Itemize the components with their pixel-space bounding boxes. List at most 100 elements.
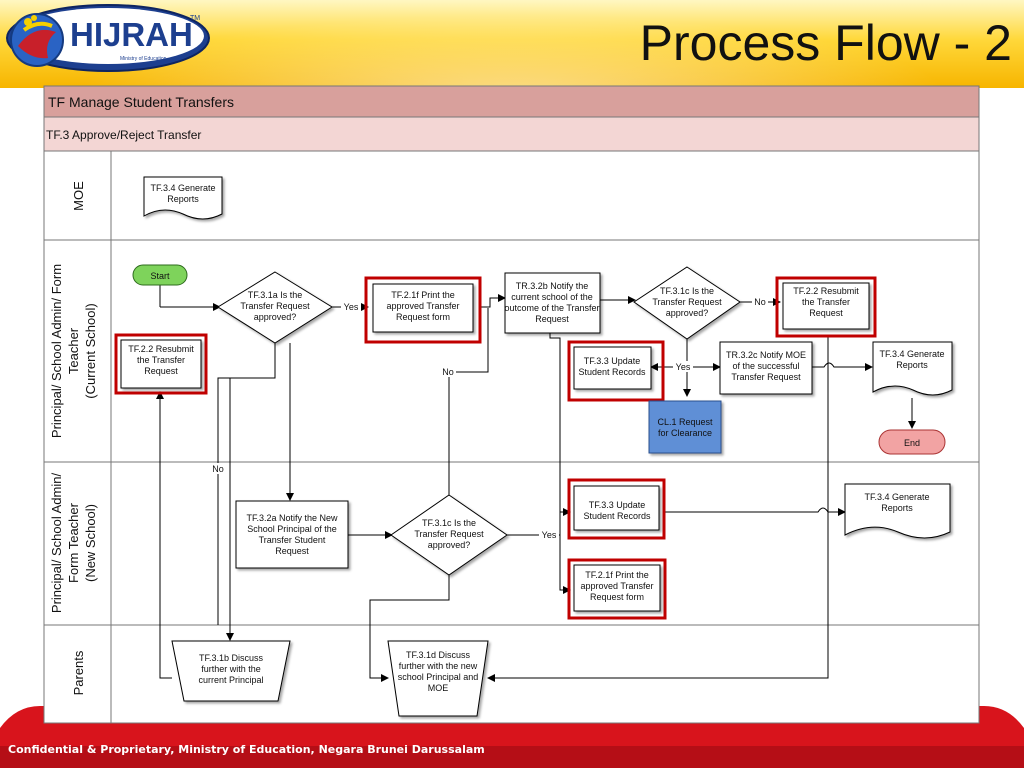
svg-text:Form Teacher: Form Teacher [66, 502, 81, 583]
node-notify-current-school: TR.3.2b Notify the current school of the… [504, 272, 601, 334]
svg-text:outcome of the Transfer: outcome of the Transfer [504, 303, 599, 313]
logo-wordmark: HIJRAH [70, 16, 193, 53]
svg-text:Transfer Student: Transfer Student [259, 535, 326, 545]
svg-text:Parents: Parents [71, 650, 86, 695]
node-print-form-new: TF.2.1f Print the approved Transfer Requ… [567, 558, 667, 620]
node-discuss-current-principal: TF.3.1b Discuss further with the current… [171, 640, 291, 702]
flow-connectors [156, 285, 916, 682]
svg-text:Student Records: Student Records [578, 367, 646, 377]
svg-text:Principal/ School Admin/ Form: Principal/ School Admin/ Form [49, 264, 64, 438]
svg-text:TF.3.3 Update: TF.3.3 Update [589, 500, 646, 510]
diagram-title-bar [43, 85, 980, 118]
node-decision-3-1a: TF.3.1a Is the Transfer Request approved… [217, 271, 333, 344]
svg-text:Request form: Request form [396, 312, 450, 322]
svg-text:TF.2.2 Resubmit: TF.2.2 Resubmit [128, 344, 194, 354]
edge-label-no-1a: No [212, 464, 224, 474]
svg-text:TR.3.2c Notify MOE: TR.3.2c Notify MOE [726, 350, 806, 360]
svg-text:TF.3.4 Generate: TF.3.4 Generate [864, 492, 929, 502]
svg-text:Transfer Request: Transfer Request [240, 301, 310, 311]
node-print-form-current: TF.2.1f Print the approved Transfer Requ… [364, 276, 482, 344]
svg-text:CL.1 Request: CL.1 Request [657, 417, 713, 427]
node-start: Start [132, 264, 188, 286]
node-update-records-current: TF.3.3 Update Student Records [567, 340, 665, 402]
svg-text:approved?: approved? [254, 312, 297, 322]
svg-text:TF.3.1b Discuss: TF.3.1b Discuss [199, 653, 264, 663]
logo-subtitle: Ministry of Education [120, 56, 167, 62]
svg-text:Reports: Reports [896, 360, 928, 370]
node-end: End [878, 429, 946, 455]
svg-text:MOE: MOE [428, 683, 449, 693]
svg-text:Principal/ School Admin/: Principal/ School Admin/ [49, 473, 64, 614]
svg-text:(New School): (New School) [83, 504, 98, 582]
lane-label-current-school: Principal/ School Admin/ Form Teacher (C… [49, 264, 98, 438]
node-moe-generate-reports: TF.3.4 Generate Reports [143, 176, 223, 220]
svg-text:further with the: further with the [201, 664, 261, 674]
svg-text:approved?: approved? [666, 308, 709, 318]
svg-text:of the successful: of the successful [732, 361, 799, 371]
edge-label-yes-new: Yes [542, 530, 557, 540]
node-decision-3-1c-new: TF.3.1c Is the Transfer Request approved… [390, 494, 508, 576]
node-resubmit-right: TF.2.2 Resubmit the Transfer Request [775, 276, 877, 338]
node-generate-reports-new: TF.3.4 Generate Reports [844, 483, 951, 539]
svg-text:Transfer Request: Transfer Request [652, 297, 722, 307]
svg-text:current school of the: current school of the [511, 292, 593, 302]
edge-label-no-mid: No [442, 367, 454, 377]
node-decision-3-1c-current: TF.3.1c Is the Transfer Request approved… [633, 266, 741, 340]
hijrah-logo: HIJRAH TM Ministry of Education [6, 4, 210, 72]
node-generate-reports-current: TF.3.4 Generate Reports [872, 341, 953, 396]
node-clearance-request: CL.1 Request for Clearance [648, 400, 722, 454]
svg-text:school Principal and: school Principal and [398, 672, 479, 682]
svg-text:Start: Start [150, 271, 170, 281]
page-title: Process Flow - 2 [639, 15, 1012, 71]
svg-text:TF.3.4 Generate: TF.3.4 Generate [150, 183, 215, 193]
svg-text:Request: Request [535, 314, 569, 324]
node-discuss-new-school: TF.3.1d Discuss further with the new sch… [387, 640, 489, 717]
svg-text:current Principal: current Principal [198, 675, 263, 685]
svg-text:TF.2.1f Print the: TF.2.1f Print the [585, 570, 649, 580]
svg-text:TF.3.1c Is the: TF.3.1c Is the [422, 518, 476, 528]
node-notify-new-school: TF.3.2a Notify the New School Principal … [235, 500, 349, 569]
lane-label-moe: MOE [71, 181, 86, 211]
svg-text:MOE: MOE [71, 181, 86, 211]
svg-text:Request form: Request form [590, 592, 644, 602]
svg-text:Transfer Request: Transfer Request [414, 529, 484, 539]
svg-text:TF.3.2a Notify the New: TF.3.2a Notify the New [246, 513, 338, 523]
svg-text:TF.3.1c Is the: TF.3.1c Is the [660, 286, 714, 296]
svg-text:Transfer Request: Transfer Request [731, 372, 801, 382]
svg-text:TF.3.1a Is the: TF.3.1a Is the [248, 290, 303, 300]
svg-text:TF.3.4 Generate: TF.3.4 Generate [879, 349, 944, 359]
diagram-subtitle-bar [43, 116, 980, 152]
svg-text:TF.3.1d Discuss: TF.3.1d Discuss [406, 650, 471, 660]
svg-text:Request: Request [275, 546, 309, 556]
svg-text:School Principal of the: School Principal of the [247, 524, 337, 534]
svg-text:TR.3.2b Notify the: TR.3.2b Notify the [516, 281, 589, 291]
svg-text:(Current School): (Current School) [83, 303, 98, 398]
svg-text:TF.3.3 Update: TF.3.3 Update [584, 356, 641, 366]
svg-text:Request: Request [809, 308, 843, 318]
svg-text:the Transfer: the Transfer [802, 297, 850, 307]
edge-label-yes-1a: Yes [344, 302, 359, 312]
svg-text:TF.2.1f Print the: TF.2.1f Print the [391, 290, 455, 300]
svg-text:Reports: Reports [167, 194, 199, 204]
edge-labels: Yes No No No Yes Yes [210, 297, 768, 540]
svg-text:for Clearance: for Clearance [658, 428, 712, 438]
svg-text:Request: Request [144, 366, 178, 376]
svg-text:approved Transfer: approved Transfer [386, 301, 459, 311]
edge-label-yes-1c: Yes [676, 362, 691, 372]
node-resubmit-left: TF.2.2 Resubmit the Transfer Request [114, 333, 208, 395]
svg-text:Teacher: Teacher [66, 327, 81, 374]
svg-text:the Transfer: the Transfer [137, 355, 185, 365]
svg-text:TF.2.2 Resubmit: TF.2.2 Resubmit [793, 286, 859, 296]
diagram-subtitle: TF.3 Approve/Reject Transfer [46, 128, 201, 142]
svg-text:Reports: Reports [881, 503, 913, 513]
svg-text:further with the new: further with the new [399, 661, 478, 671]
lane-label-new-school: Principal/ School Admin/ Form Teacher (N… [49, 473, 98, 614]
diagram-title: TF Manage Student Transfers [48, 94, 234, 110]
node-notify-moe: TR.3.2c Notify MOE of the successful Tra… [719, 341, 813, 395]
logo-trademark: TM [190, 15, 200, 22]
svg-text:Student Records: Student Records [583, 511, 651, 521]
svg-text:approved?: approved? [428, 540, 471, 550]
footer-confidential-text: Confidential & Proprietary, Ministry of … [8, 743, 485, 756]
svg-text:End: End [904, 438, 920, 448]
